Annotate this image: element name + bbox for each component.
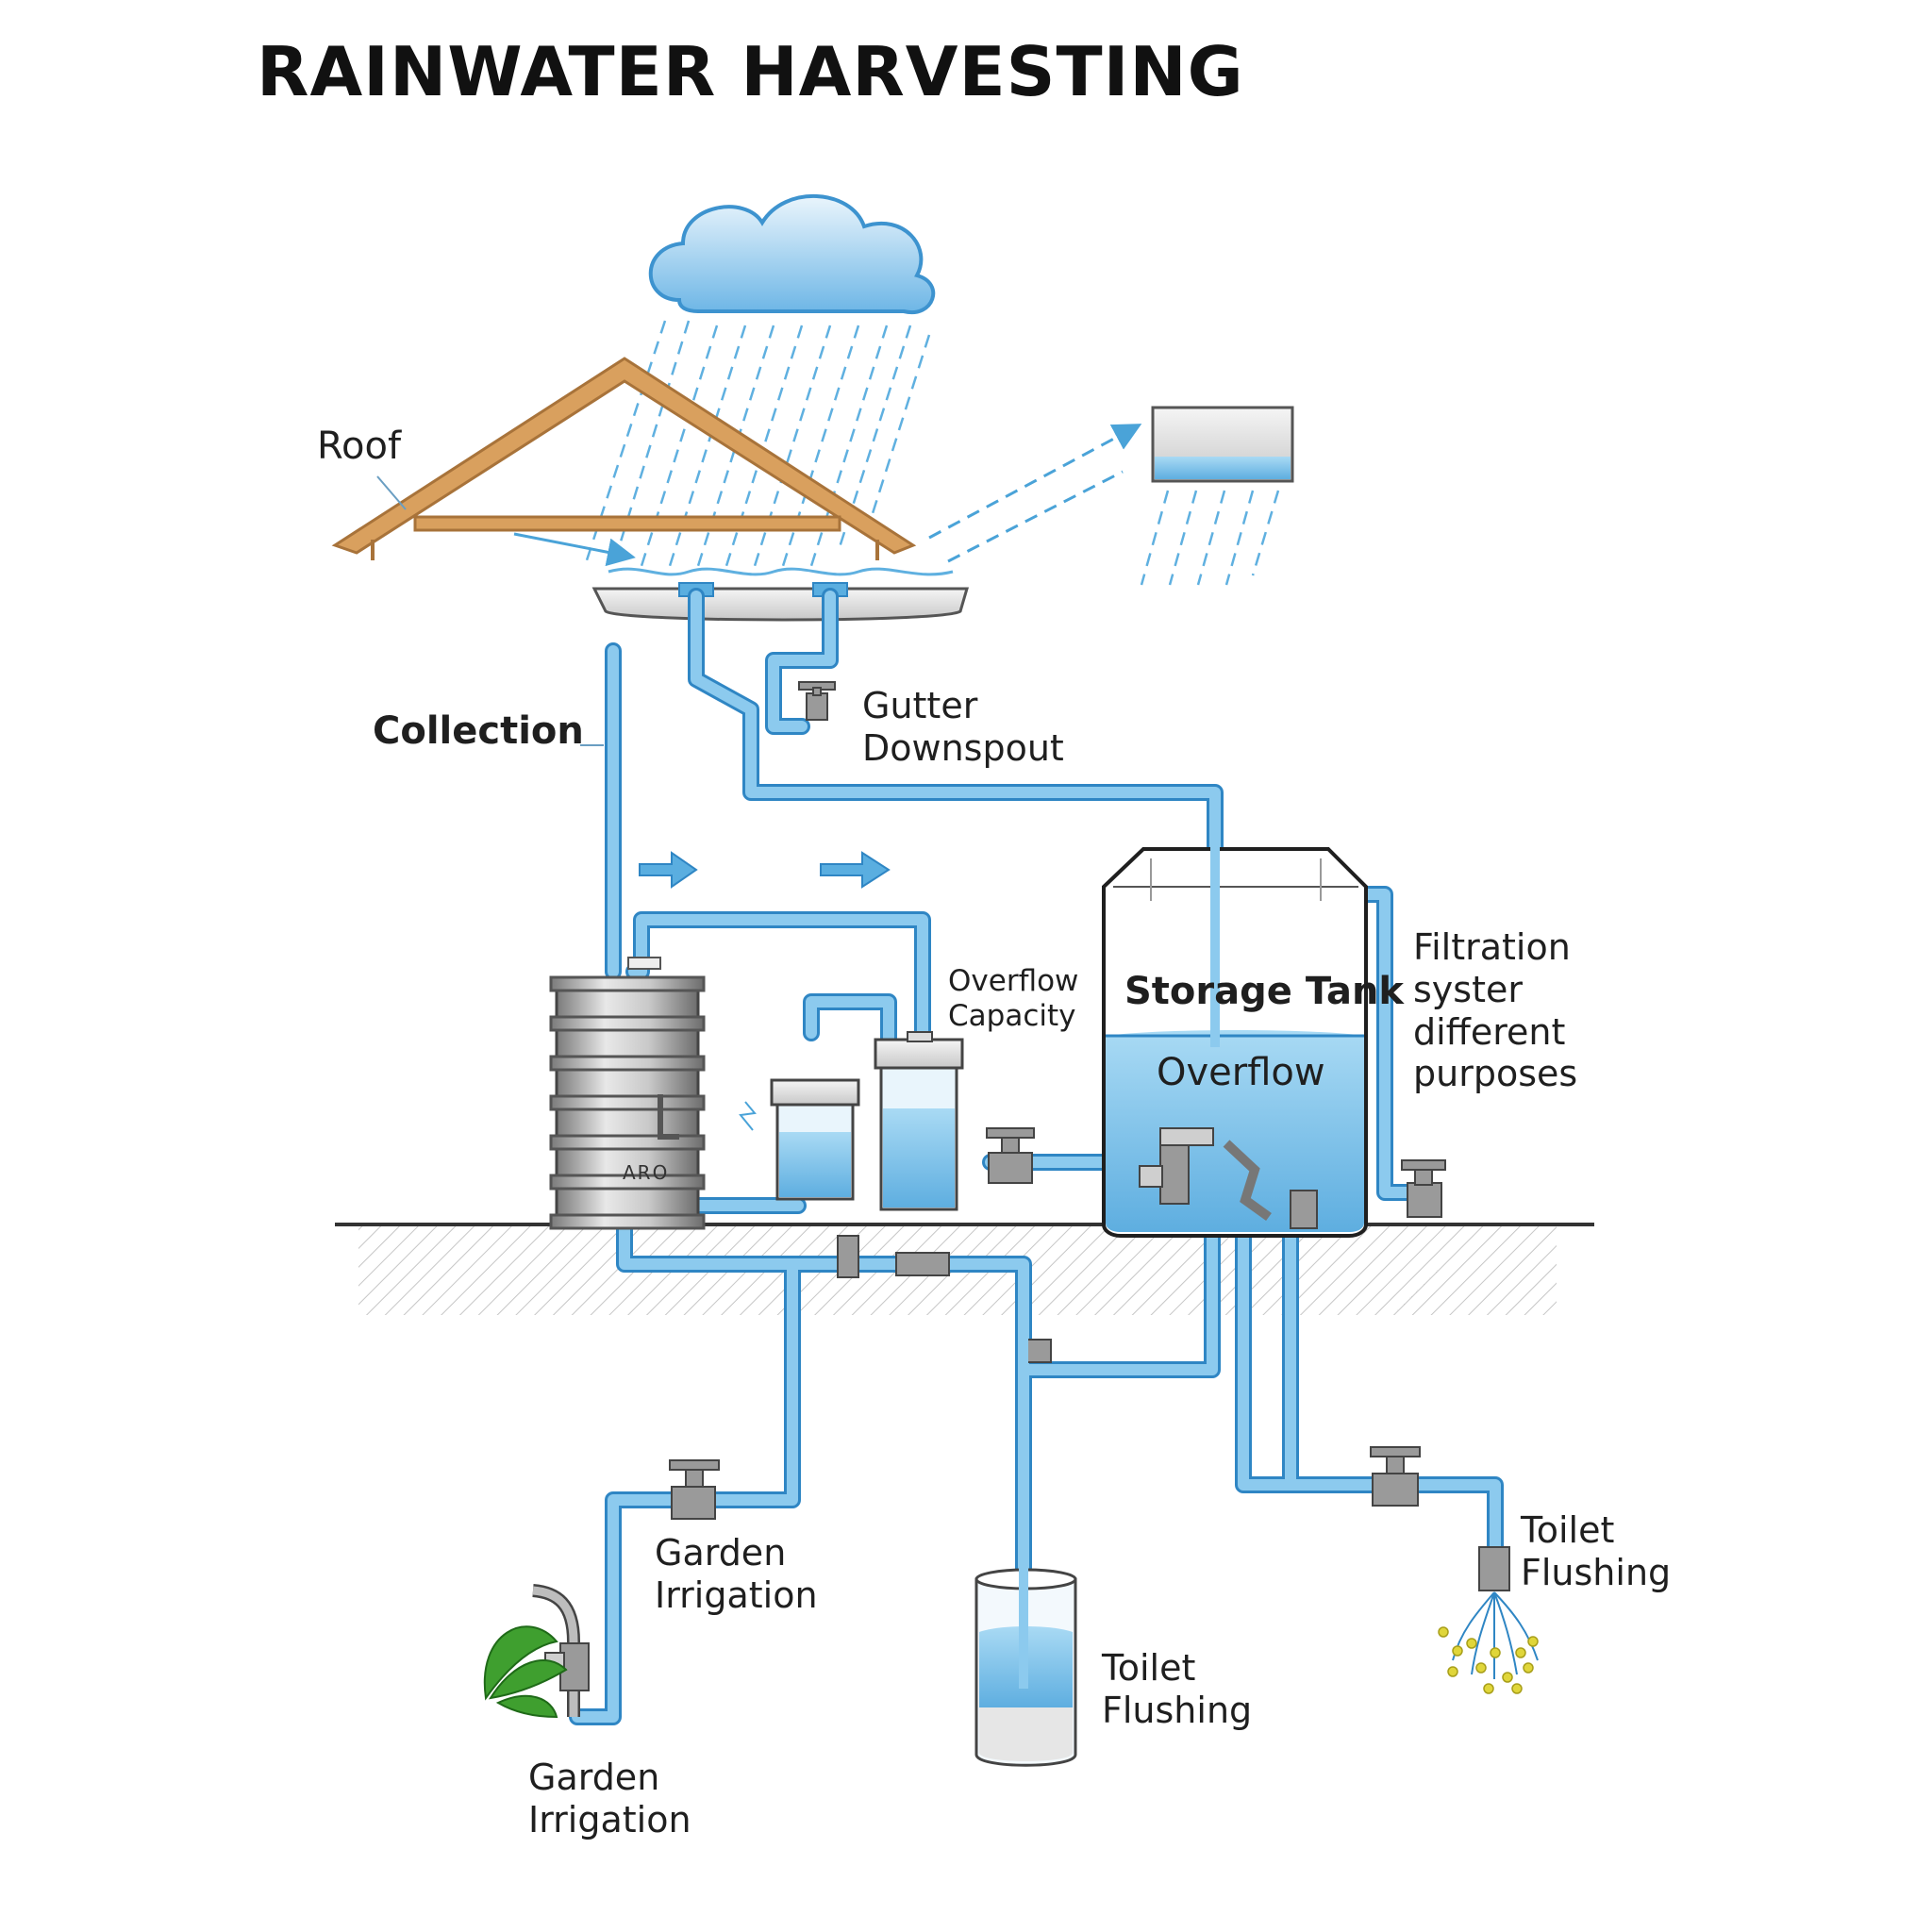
second-filter bbox=[874, 1031, 964, 1211]
label-garden-irrigation-tap: Garden Irrigation bbox=[655, 1532, 818, 1617]
shower-head-icon bbox=[1438, 1546, 1539, 1694]
first-filter bbox=[739, 1078, 860, 1201]
label-toilet-flushing-shower: Toilet Flushing bbox=[1521, 1509, 1671, 1594]
junction-icon bbox=[837, 1235, 1052, 1363]
upper-tank bbox=[1140, 406, 1294, 586]
label-irrigation-line2: Irrigation bbox=[655, 1574, 818, 1616]
label-toilet-line1: Toilet bbox=[1102, 1647, 1196, 1689]
collection-barrel bbox=[549, 957, 706, 1230]
label-garden-irrigation-plant: Garden Irrigation bbox=[528, 1757, 691, 1841]
label-flushing-shower-line2: Flushing bbox=[1521, 1551, 1672, 1593]
rain-cloud bbox=[648, 193, 936, 315]
label-gutter-downspout: Gutter Downspout bbox=[862, 685, 1064, 770]
label-toilet-shower-line1: Toilet bbox=[1521, 1509, 1615, 1551]
label-roof: Roof bbox=[317, 425, 402, 468]
label-filtration-line4: purposes bbox=[1413, 1053, 1578, 1095]
flow-arrows bbox=[639, 851, 891, 889]
garden-tap bbox=[532, 1584, 590, 1717]
label-collection: Collection bbox=[373, 709, 584, 753]
valve-icon bbox=[669, 1459, 720, 1520]
rain-streaks bbox=[583, 320, 931, 567]
roof bbox=[331, 357, 917, 567]
valve-tap-icons bbox=[669, 681, 1446, 1520]
valve-icon bbox=[798, 681, 836, 721]
label-overflow-capacity-line1: Overflow bbox=[948, 964, 1079, 998]
label-downspout-line2: Downspout bbox=[862, 726, 1064, 769]
storage-tank bbox=[1102, 792, 1368, 1238]
barrel-marking: ARO bbox=[623, 1161, 670, 1184]
label-overflow: Overflow bbox=[1157, 1051, 1325, 1094]
label-flushing-line2: Flushing bbox=[1102, 1689, 1253, 1731]
label-irrigation-plant-line2: Irrigation bbox=[528, 1798, 691, 1840]
valve-icon bbox=[1401, 1159, 1446, 1218]
plant-leaves-icon bbox=[483, 1625, 568, 1719]
label-gutter-line1: Gutter bbox=[862, 685, 978, 726]
label-filtration: Filtration syster different purposes bbox=[1413, 926, 1577, 1095]
pipe-network bbox=[569, 588, 1504, 1749]
label-overflow-capacity-line2: Capacity bbox=[948, 998, 1076, 1033]
label-filtration-line3: different bbox=[1413, 1010, 1566, 1053]
label-storage-tank: Storage Tank bbox=[1124, 970, 1405, 1013]
gutter bbox=[591, 567, 969, 622]
label-toilet-flushing-container: Toilet Flushing bbox=[1102, 1647, 1252, 1732]
toilet-flushing-container bbox=[974, 1264, 1077, 1767]
page-title: RAINWATER HARVESTING bbox=[257, 32, 1244, 111]
label-garden-line1: Garden bbox=[655, 1532, 787, 1574]
flow-arrows-to-upper-tank bbox=[928, 424, 1142, 563]
label-leaders bbox=[376, 475, 604, 746]
valve-icon bbox=[986, 1127, 1035, 1184]
label-filtration-line2: syster bbox=[1413, 968, 1523, 1010]
label-overflow-capacity: Overflow Capacity bbox=[948, 964, 1078, 1033]
valve-icon bbox=[1370, 1446, 1421, 1507]
label-filtration-line1: Filtration bbox=[1413, 926, 1571, 968]
label-garden-plant-line1: Garden bbox=[528, 1757, 660, 1798]
